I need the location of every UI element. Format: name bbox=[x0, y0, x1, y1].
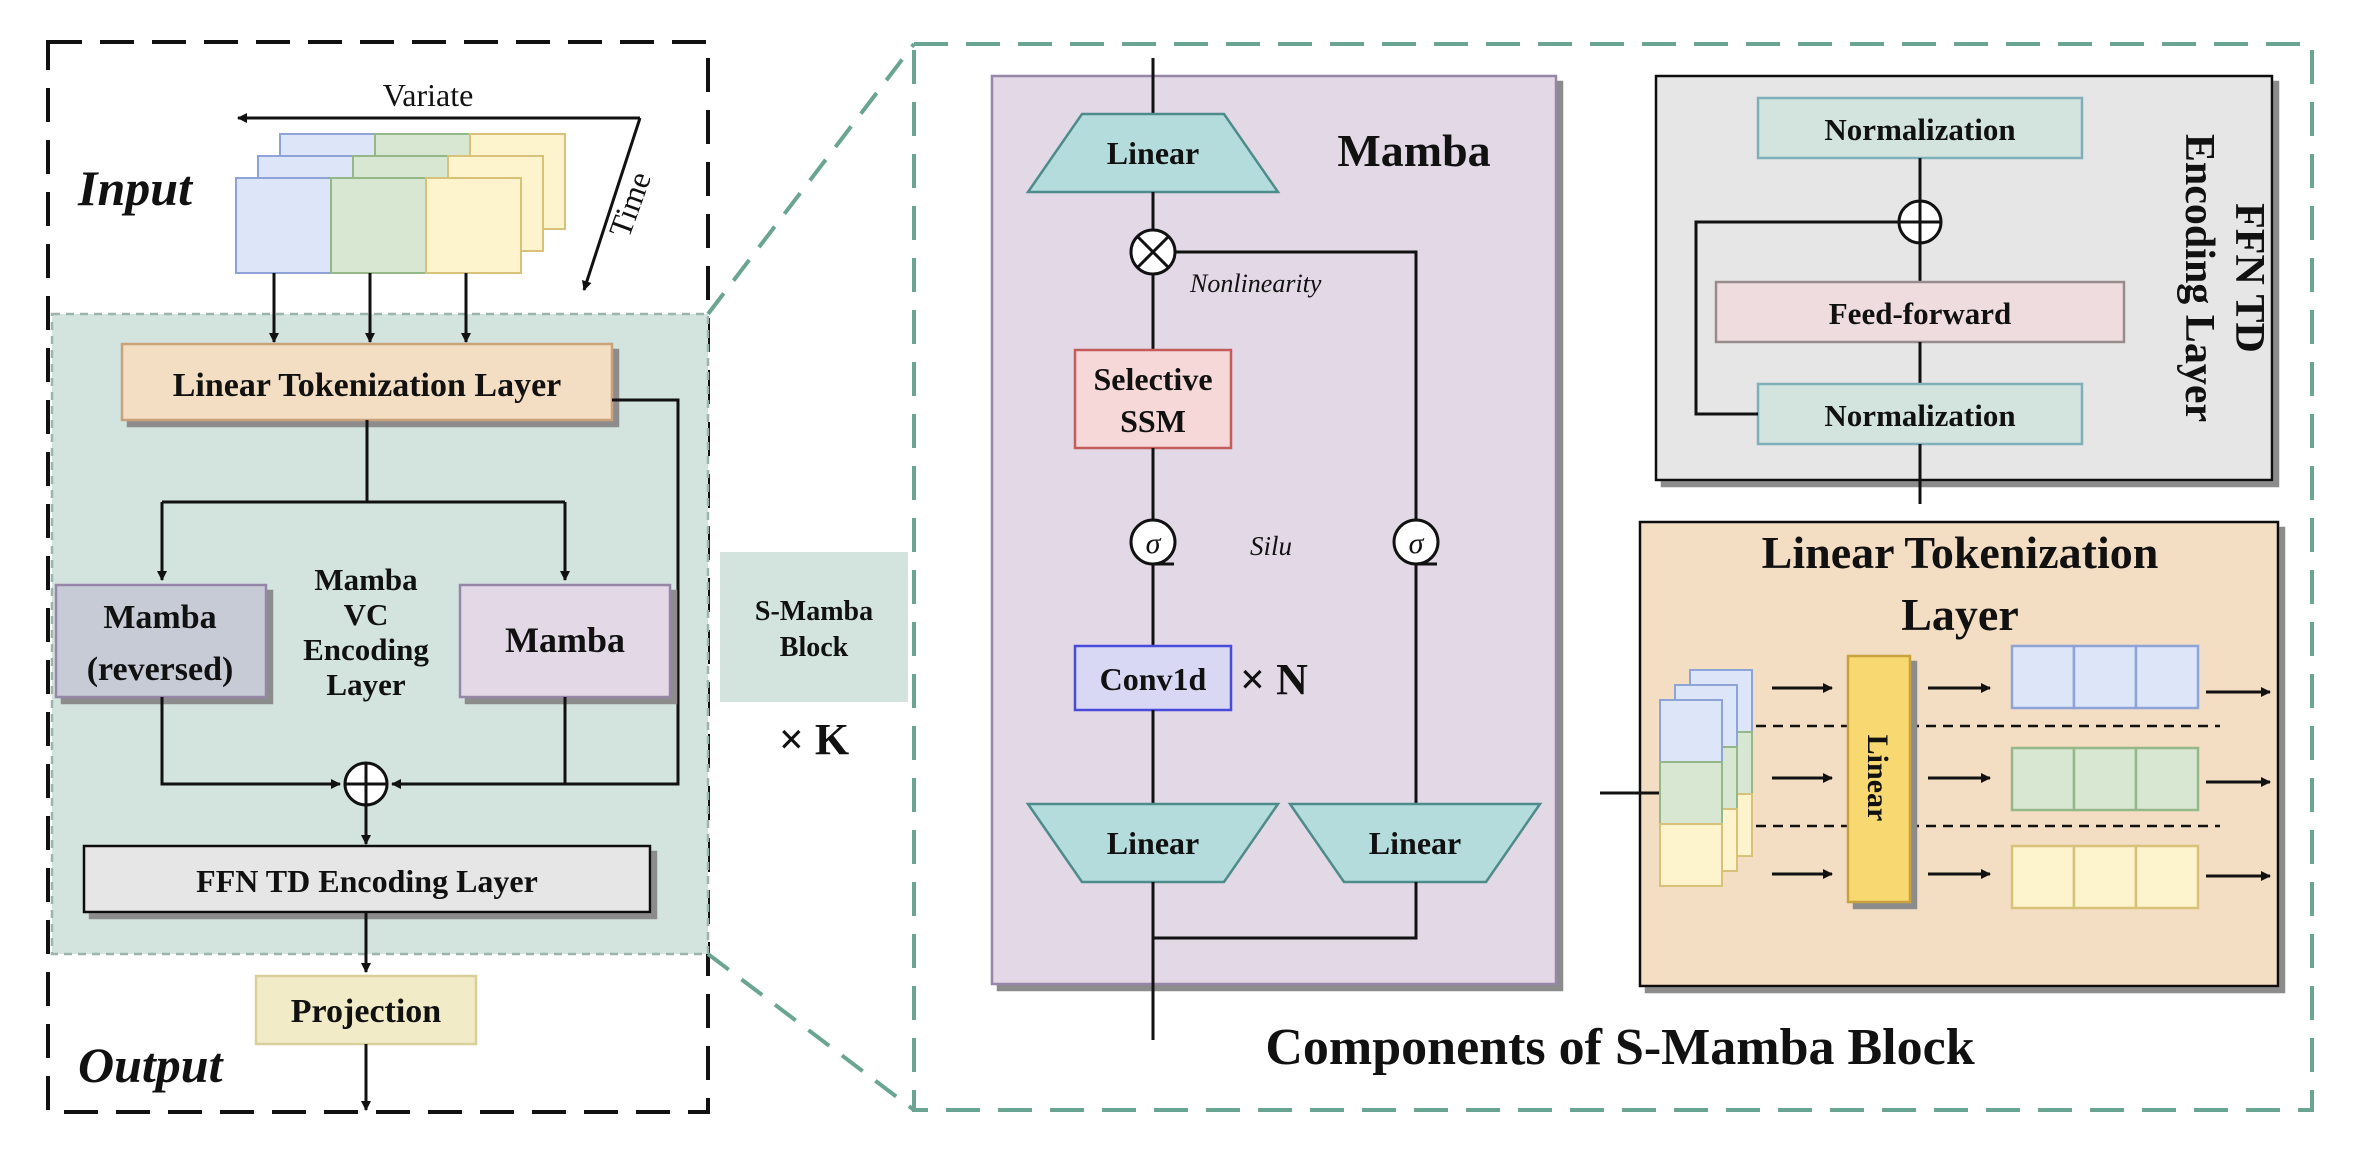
sigma-right-label: σ bbox=[1409, 527, 1425, 560]
sigma-left-icon: σ bbox=[1129, 518, 1177, 566]
overview-dashed-frame bbox=[46, 40, 710, 1114]
ffn-td-box bbox=[82, 844, 652, 914]
ffn-td-label: FFN TD Encoding Layer bbox=[196, 863, 538, 899]
linear-top-trapezoid bbox=[1025, 112, 1281, 194]
input-tensor-stack bbox=[235, 133, 566, 274]
s-mamba-chip-label-1: S-Mamba bbox=[755, 596, 873, 627]
token-linear-label: Linear bbox=[1861, 735, 1894, 822]
mamba-detail: Mamba Linear Nonlinearity Selective SSM … bbox=[990, 58, 1558, 1040]
tokenization-title-1: Linear Tokenization bbox=[1762, 527, 2159, 578]
ffn-detail: FFN TD Encoding Layer Normalization Feed… bbox=[1654, 74, 2274, 504]
feed-forward-box bbox=[1714, 280, 2126, 344]
projection-box bbox=[254, 974, 478, 1046]
ffn-sum-icon bbox=[1897, 199, 1943, 245]
sigma-right-icon: σ bbox=[1392, 518, 1440, 566]
feed-forward-label: Feed-forward bbox=[1829, 296, 2012, 331]
mamba-reversed-label-1: Mamba bbox=[103, 599, 216, 636]
input-label: Input bbox=[77, 160, 194, 216]
s-mamba-block-legend: S-Mamba Block × K bbox=[720, 552, 908, 764]
token-row-green bbox=[2010, 746, 2200, 812]
linear-left-trapezoid bbox=[1025, 802, 1281, 884]
token-row-yellow bbox=[2010, 844, 2200, 910]
components-dashed-frame bbox=[912, 42, 2314, 1112]
zoom-connector-top bbox=[706, 42, 916, 316]
norm-bottom-box bbox=[1756, 382, 2084, 446]
projection-label: Projection bbox=[291, 993, 442, 1030]
overview-panel: Input Output Variate Time bbox=[46, 40, 710, 1114]
vc-label-2: VC bbox=[344, 597, 389, 632]
output-label: Output bbox=[78, 1037, 225, 1093]
vc-label-4: Layer bbox=[326, 667, 405, 702]
linear-left-label: Linear bbox=[1107, 825, 1199, 861]
s-mamba-block-chip bbox=[720, 552, 908, 702]
silu-label: Silu bbox=[1250, 531, 1292, 561]
mamba-reversed-box bbox=[54, 583, 268, 699]
time-label: Time bbox=[601, 167, 658, 242]
selective-ssm-label-1: Selective bbox=[1093, 361, 1212, 397]
linear-tokenization-layer-label: Linear Tokenization Layer bbox=[173, 367, 562, 404]
ffn-detail-title-2: Encoding Layer bbox=[2176, 134, 2222, 422]
selective-ssm-box bbox=[1073, 348, 1233, 450]
conv1d-label: Conv1d bbox=[1100, 661, 1207, 697]
mamba-label: Mamba bbox=[505, 620, 625, 660]
s-mamba-chip-label-2: Block bbox=[780, 632, 849, 663]
linear-top-label: Linear bbox=[1107, 135, 1199, 171]
vc-label-1: Mamba bbox=[314, 562, 418, 597]
variate-label: Variate bbox=[383, 77, 474, 113]
mamba-reversed-label-2: (reversed) bbox=[87, 651, 234, 688]
mamba-detail-title: Mamba bbox=[1337, 125, 1490, 176]
ffn-detail-title-1: FFN TD bbox=[2226, 203, 2272, 353]
components-caption: Components of S-Mamba Block bbox=[1265, 1019, 1974, 1076]
multiply-icon bbox=[1129, 228, 1177, 276]
vc-label-3: Encoding bbox=[303, 632, 429, 667]
linear-tokenization-layer-box bbox=[120, 342, 614, 422]
zoom-connector-bottom bbox=[706, 952, 916, 1112]
times-k-label: × K bbox=[779, 715, 849, 764]
nonlinearity-label: Nonlinearity bbox=[1189, 269, 1322, 298]
tokenization-title-2: Layer bbox=[1901, 589, 2019, 640]
selective-ssm-label-2: SSM bbox=[1120, 403, 1186, 439]
sum-icon bbox=[343, 761, 389, 807]
times-n-label: × N bbox=[1240, 655, 1308, 704]
mamba-box bbox=[458, 583, 672, 699]
vc-encoding-label: Mamba VC Encoding Layer bbox=[303, 562, 429, 702]
tokenization-detail: Linear Tokenization Layer bbox=[1600, 520, 2280, 988]
linear-right-label: Linear bbox=[1369, 825, 1461, 861]
norm-top-box bbox=[1756, 96, 2084, 160]
token-row-blue bbox=[2010, 644, 2200, 710]
conv1d-box bbox=[1073, 644, 1233, 712]
token-linear-bar bbox=[1846, 654, 1912, 904]
linear-right-trapezoid bbox=[1287, 802, 1543, 884]
norm-bottom-label: Normalization bbox=[1824, 398, 2015, 433]
norm-top-label: Normalization bbox=[1824, 112, 2015, 147]
sigma-left-label: σ bbox=[1146, 527, 1162, 560]
token-input-stack bbox=[1659, 669, 1753, 887]
